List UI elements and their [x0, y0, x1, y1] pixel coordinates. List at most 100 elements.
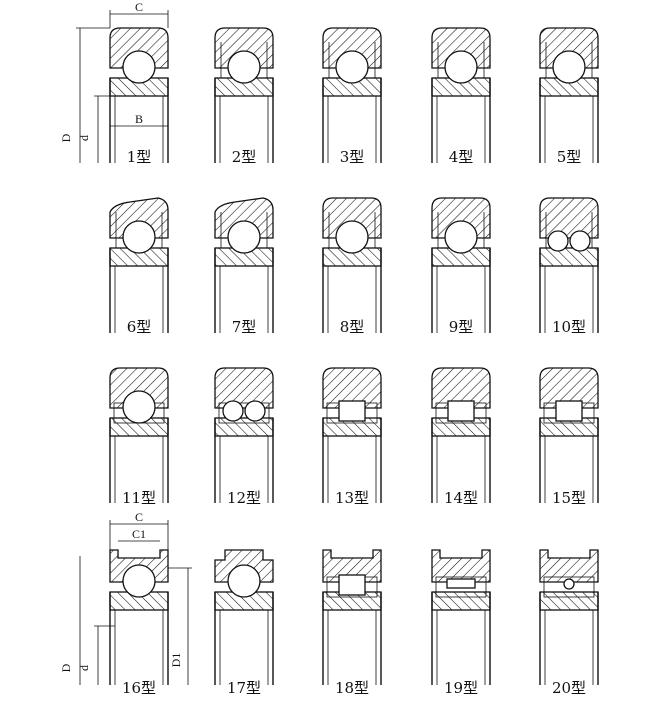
dim-label-outer-dia: D: [59, 133, 73, 142]
ball: [222, 400, 244, 422]
type-label: 1型: [127, 148, 152, 166]
outer-ring: [322, 367, 382, 409]
cage-box: [218, 402, 270, 424]
dim-label-flange-dia: D1: [169, 653, 183, 668]
dim-label-inner-dia: d: [77, 135, 91, 141]
roller: [555, 400, 583, 422]
ball: [122, 50, 156, 84]
outer-ring: [214, 367, 274, 409]
type-label: 19型: [444, 679, 478, 697]
outer-ring: [431, 549, 491, 583]
ball: [569, 230, 591, 252]
dim-label-c1: C1: [132, 527, 146, 541]
outer-ring: [109, 367, 169, 409]
ball: [244, 400, 266, 422]
outer-ring: [214, 27, 274, 69]
type-label: 16型: [122, 679, 156, 697]
ball: [547, 230, 569, 252]
ball: [444, 50, 478, 84]
type-label: 15型: [552, 489, 586, 507]
bearing-type-3: 3型: [322, 27, 382, 166]
bearing-type-7: 7型: [214, 197, 274, 336]
type-label: 18型: [335, 679, 369, 697]
cage-box: [543, 576, 595, 598]
bearing-type-12: 12型: [214, 367, 274, 507]
bearing-type-17: 17型: [214, 549, 274, 697]
type-label: 4型: [449, 148, 474, 166]
dim-label-inner-dia: d: [77, 665, 91, 671]
inner-ring: [431, 591, 491, 611]
bearing-type-15: 15型: [539, 367, 599, 507]
outer-ring: [539, 27, 599, 69]
outer-ring: [109, 27, 169, 69]
ball: [227, 564, 261, 598]
type-label: 10型: [552, 318, 586, 336]
ball: [122, 220, 156, 254]
type-label: 14型: [444, 489, 478, 507]
outer-ring: [539, 367, 599, 409]
dim-label-c: C: [135, 0, 143, 14]
outer-ring: [539, 197, 599, 239]
outer-ring: [539, 549, 599, 583]
bearing-type-13: 13型: [322, 367, 382, 507]
outer-ring: [431, 367, 491, 409]
bearing-type-8: 8型: [322, 197, 382, 336]
bearing-type-1: 1型: [109, 27, 169, 166]
ball: [122, 390, 156, 424]
type-label: 11型: [122, 489, 156, 507]
ball: [563, 578, 575, 590]
type-label: 13型: [335, 489, 369, 507]
bearing-type-10: 10型: [539, 197, 599, 336]
needle-roller: [446, 578, 476, 589]
outer-ring: [322, 27, 382, 69]
inner-ring: [539, 591, 599, 611]
bearing-type-6: 6型: [109, 197, 169, 336]
ball: [227, 50, 261, 84]
type-label: 2型: [232, 148, 257, 166]
ball: [122, 564, 156, 598]
bearing-type-19: 19型: [431, 549, 491, 697]
bearing-type-4: 4型: [431, 27, 491, 166]
bearing-type-18: 18型: [322, 549, 382, 697]
roller: [338, 574, 366, 596]
cage-box: [435, 576, 487, 598]
outer-ring: [322, 197, 382, 239]
dim-label-c: C: [135, 510, 143, 524]
bearing-type-11: 11型: [109, 367, 169, 507]
type-label: 5型: [557, 148, 582, 166]
ball: [335, 220, 369, 254]
type-label: 20型: [552, 679, 586, 697]
type-label: 9型: [449, 318, 474, 336]
ball: [227, 220, 261, 254]
bearing-type-2: 2型: [214, 27, 274, 166]
bearing-type-9: 9型: [431, 197, 491, 336]
outer-ring: [431, 27, 491, 69]
type-label: 7型: [232, 318, 257, 336]
inner-ring: [539, 247, 599, 267]
bearing-type-20: 20型: [539, 549, 599, 697]
roller: [338, 400, 366, 422]
outer-ring: [214, 197, 274, 239]
roller: [447, 400, 475, 422]
type-label: 12型: [227, 489, 261, 507]
ball: [444, 220, 478, 254]
bearing-type-14: 14型: [431, 367, 491, 507]
bearing-type-5: 5型: [539, 27, 599, 166]
type-label: 6型: [127, 318, 152, 336]
inner-ring: [214, 417, 274, 437]
ball: [335, 50, 369, 84]
type-label: 3型: [340, 148, 365, 166]
dim-label-outer-dia: D: [59, 663, 73, 672]
outer-ring: [109, 197, 169, 239]
type-label: 17型: [227, 679, 261, 697]
ball: [552, 50, 586, 84]
dim-label-b: B: [135, 112, 143, 126]
outer-ring: [322, 549, 382, 583]
outer-ring: [431, 197, 491, 239]
type-label: 8型: [340, 318, 365, 336]
bearing-type-16: 16型: [109, 549, 169, 697]
